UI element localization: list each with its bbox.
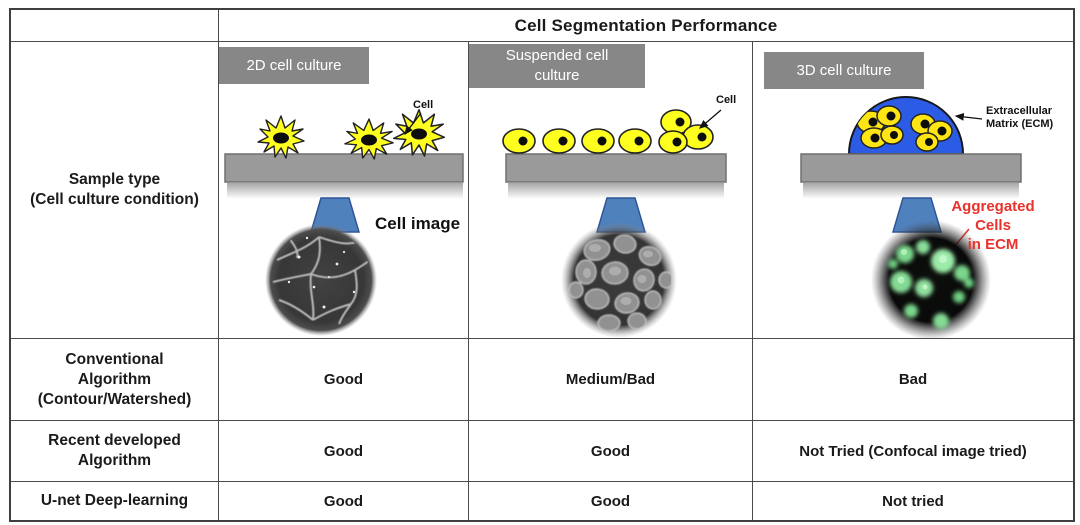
suspended-culture-illustration bbox=[502, 109, 727, 338]
condition-label-suspended: Suspended cell culture bbox=[469, 44, 645, 88]
objective-lens-icon bbox=[309, 197, 361, 233]
sample-suspended-cell-culture: Suspended cell culture Cell bbox=[469, 42, 753, 339]
row-label-conventional-algorithm: Conventional Algorithm (Contour/Watershe… bbox=[11, 339, 219, 421]
culture-substrate bbox=[800, 153, 1022, 183]
condition-label-3d: 3D cell culture bbox=[764, 52, 924, 89]
suspended-cell-microscopy-image bbox=[561, 222, 677, 338]
culture-substrate bbox=[505, 153, 727, 183]
substrate-shadow bbox=[508, 183, 724, 199]
value-unet-3d: Not tried bbox=[882, 492, 944, 510]
ecm-pointer-arrow bbox=[954, 113, 983, 121]
value-unet-suspended: Good bbox=[469, 482, 753, 520]
cell-pointer-arrow bbox=[404, 112, 422, 136]
sample-3d-cell-culture: 3D cell culture Extracellular Matrix (EC… bbox=[753, 42, 1073, 339]
condition-label-2d: 2D cell culture bbox=[219, 47, 369, 84]
sample-type-row-label: Sample type (Cell culture condition) bbox=[11, 42, 219, 339]
value-recent-suspended: Good bbox=[469, 421, 753, 482]
value-recent-3d: Not Tried (Confocal image tried) bbox=[753, 421, 1073, 482]
cell-image-annotation: Cell image bbox=[375, 214, 461, 233]
performance-table: Cell Segmentation Performance Sample typ… bbox=[9, 8, 1075, 522]
value-conventional-suspended: Medium/Bad bbox=[469, 339, 753, 421]
ecm-annotation: Extracellular Matrix (ECM) bbox=[986, 105, 1054, 130]
cell-nuclei bbox=[273, 128, 427, 146]
value-recent-2d: Good bbox=[219, 421, 469, 482]
table-title: Cell Segmentation Performance bbox=[219, 10, 1073, 42]
header-empty-cell bbox=[11, 10, 219, 42]
value-conventional-2d: Good bbox=[219, 339, 469, 421]
row-label-recent-algorithm: Recent developed Algorithm bbox=[11, 421, 219, 482]
substrate-shadow bbox=[803, 183, 1019, 199]
aggregated-cells-annotation: Aggregated Cells in ECM bbox=[951, 198, 1035, 253]
cell-nuclei bbox=[518, 117, 707, 147]
value-conventional-3d: Bad bbox=[753, 339, 1073, 421]
3d-culture-illustration bbox=[800, 96, 1022, 338]
cell-annotation-suspended: Cell bbox=[716, 94, 737, 106]
substrate-shadow bbox=[227, 183, 463, 199]
aggregated-cells-in-dome bbox=[856, 105, 953, 152]
sample-2d-cell-culture: 2D cell culture Cell Cell image bbox=[219, 42, 469, 339]
cell-annotation-2d: Cell bbox=[413, 99, 434, 111]
row-label-unet: U-net Deep-learning bbox=[11, 482, 219, 520]
culture-substrate bbox=[224, 153, 464, 183]
suspended-cells bbox=[502, 109, 714, 154]
value-unet-2d: Good bbox=[219, 482, 469, 520]
cell-pointer-arrow bbox=[699, 109, 722, 129]
2d-cell-microscopy-image bbox=[265, 224, 377, 336]
2d-culture-illustration bbox=[224, 109, 464, 336]
3d-cell-microscopy-image bbox=[871, 220, 991, 338]
